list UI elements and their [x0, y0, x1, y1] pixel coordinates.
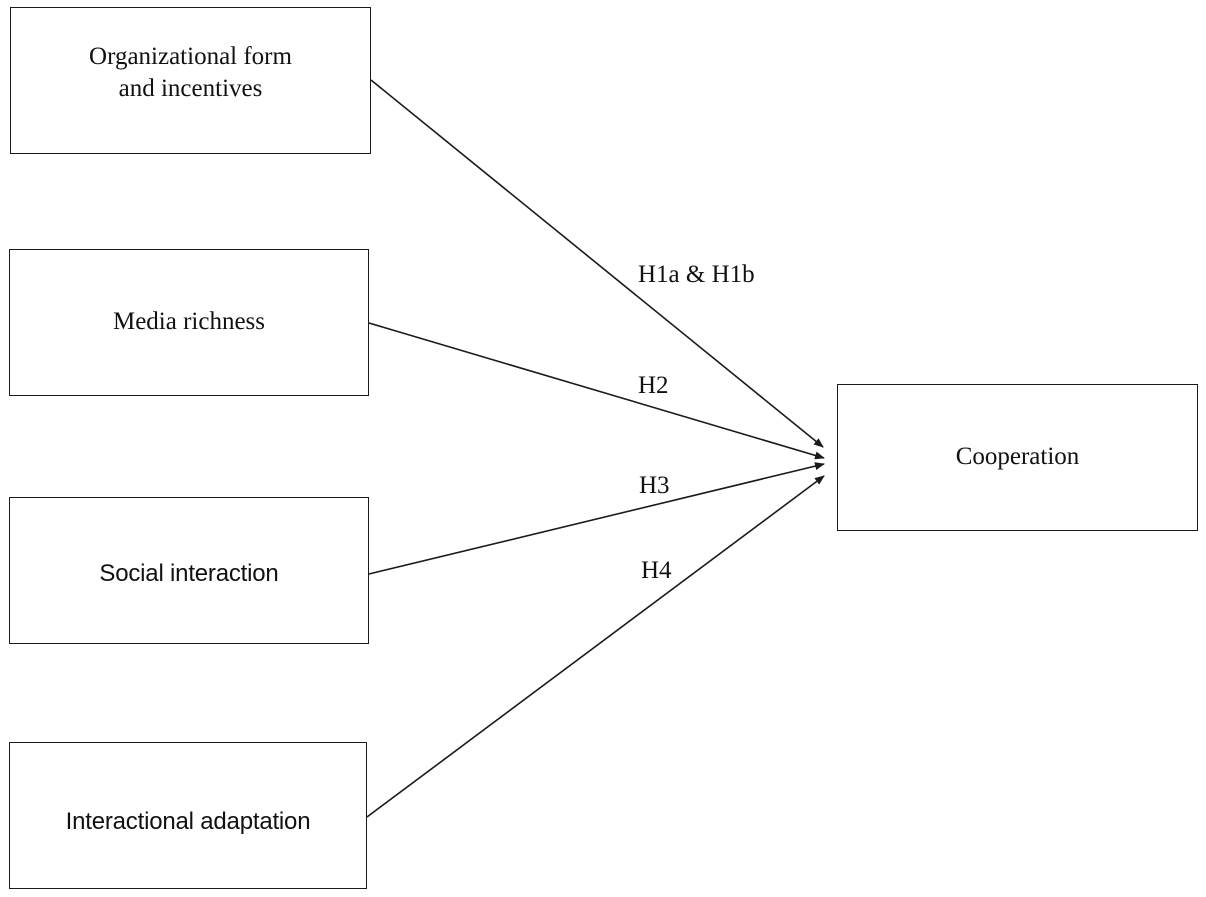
edge-label-h3: H3 — [639, 472, 670, 499]
node-organizational-form: Organizational form and incentives — [10, 7, 371, 154]
node-interactional-adaptation: Interactional adaptation — [9, 742, 367, 889]
node-organizational-form-label: Organizational form and incentives — [89, 43, 292, 102]
node-interactional-adaptation-label: Interactional adaptation — [65, 807, 311, 835]
edge-label-h2: H2 — [638, 372, 669, 399]
node-social-interaction: Social interaction — [9, 497, 369, 644]
edge-label-h1: H1a & H1b — [638, 261, 755, 288]
arrow-h1 — [370, 79, 824, 448]
node-cooperation: Cooperation — [837, 384, 1198, 531]
arrow-h4 — [366, 475, 825, 818]
arrow-h2 — [368, 322, 825, 460]
node-media-richness-label: Media richness — [112, 307, 266, 335]
arrow-h3 — [368, 462, 825, 575]
node-media-richness: Media richness — [9, 249, 369, 396]
node-social-interaction-label: Social interaction — [99, 559, 279, 587]
node-cooperation-label: Cooperation — [955, 442, 1080, 470]
edge-label-h4: H4 — [641, 557, 672, 584]
